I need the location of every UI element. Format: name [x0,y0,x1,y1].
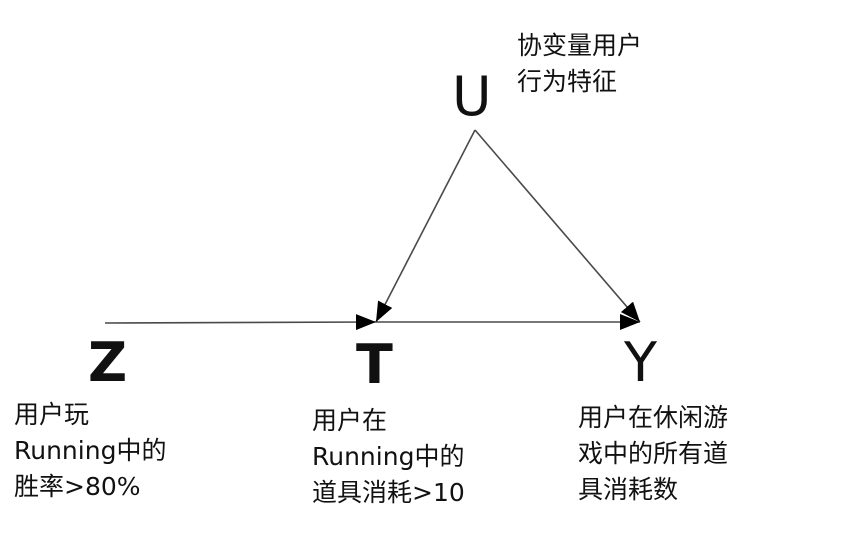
node-u-letter: U [452,65,492,128]
caption-line: 具消耗数 [578,475,679,504]
node-y-caption: 用户在休闲游 戏中的所有道 具消耗数 [578,400,728,508]
caption-line: 用户玩 [14,400,90,429]
caption-line: Running中的 [312,442,465,471]
edge-u-to-y [474,129,641,323]
edge-z-to-t [104,314,377,331]
node-z-letter: Z [88,331,128,394]
caption-line: 用户在 [312,406,388,435]
edge-u-to-t [375,129,476,323]
caption-line: 胜率>80% [14,472,141,501]
caption-line: 道具消耗>10 [312,478,465,507]
caption-line: 协变量用户 [517,31,643,60]
node-t-letter: T [356,333,393,396]
caption-line: Running中的 [14,436,167,465]
node-y-letter: Y [624,331,657,394]
node-t-caption: 用户在 Running中的 道具消耗>10 [312,403,465,511]
node-u-caption: 协变量用户 行为特征 [517,28,642,100]
caption-line: 戏中的所有道 [578,439,729,468]
node-z-caption: 用户玩 Running中的 胜率>80% [14,397,166,505]
caption-line: 用户在休闲游 [578,403,729,432]
caption-line: 行为特征 [517,67,618,96]
